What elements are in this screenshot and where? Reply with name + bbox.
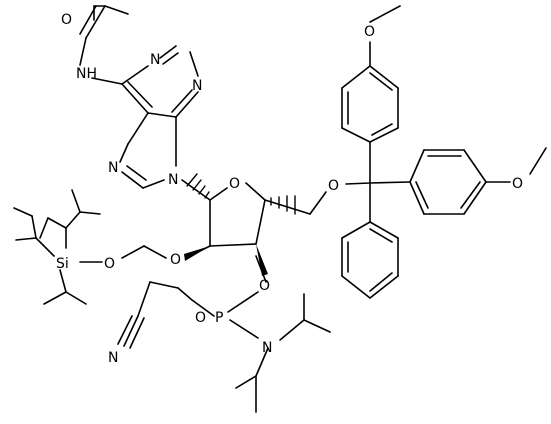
stereo-bonds [184, 173, 296, 276]
methoxy-oxygen-right-label: O [512, 176, 523, 192]
wedge-bond-c3-o3 [256, 244, 268, 276]
purine-n1-label: N [150, 52, 160, 68]
hashed-bond-c4-c5 [270, 195, 296, 215]
wedge-bond-c2-o2 [184, 246, 210, 261]
ribose-ring-oxygen-label: O [229, 176, 240, 192]
hashed-bond-c1-n9 [186, 173, 210, 199]
purine-n9-label: N [168, 172, 178, 188]
ribose-2-oxygen-label: O [170, 252, 181, 268]
cyanoethyl-oxygen-label: O [195, 310, 206, 326]
ribose-3-oxygen-label: O [259, 278, 270, 294]
ribose-5-oxygen-label: O [328, 178, 339, 194]
phosphorus-label: P [215, 310, 223, 326]
methoxy-oxygen-top-label: O [364, 24, 375, 40]
atom-labels: O NH N N N N O O O Si O P O N N O O O [56, 12, 523, 366]
nitrile-nitrogen-label: N [108, 350, 118, 366]
tom-oxygen-label: O [104, 256, 115, 272]
purine-n7-label: N [108, 160, 118, 176]
purine-n3-label: N [192, 78, 202, 94]
amide-nitrogen-label: NH [76, 66, 97, 82]
silicon-label: Si [56, 256, 69, 272]
acetyl-oxygen-label: O [61, 12, 72, 28]
amine-nitrogen-label: N [262, 340, 272, 356]
